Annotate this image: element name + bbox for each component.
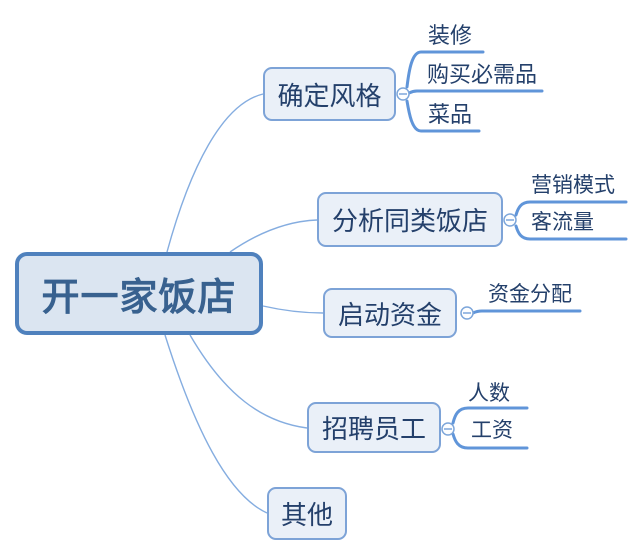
topic-determine-style[interactable]: 确定风格 bbox=[263, 67, 396, 121]
collapse-toggle-determine-style[interactable] bbox=[396, 87, 410, 101]
subtopic-buy-necessities[interactable]: 购买必需品 bbox=[427, 62, 538, 87]
subtopic-decoration[interactable]: 装修 bbox=[428, 23, 473, 48]
collapse-toggle-recruit-staff[interactable] bbox=[441, 422, 455, 436]
connector-root-to-analyze-similar bbox=[229, 219, 318, 253]
subtopic-line-buy-necessities bbox=[407, 89, 544, 95]
connector-root-to-startup-capital bbox=[262, 305, 324, 314]
topic-recruit-staff[interactable]: 招聘员工 bbox=[307, 402, 441, 453]
topic-other[interactable]: 其他 bbox=[267, 487, 347, 540]
subtopic-dishes[interactable]: 菜品 bbox=[428, 102, 473, 127]
connector-root-to-other bbox=[164, 334, 268, 514]
topic-startup-capital[interactable]: 启动资金 bbox=[323, 288, 457, 338]
subtopic-line-fund-allocation bbox=[471, 309, 582, 315]
root-topic[interactable]: 开一家饭店 bbox=[15, 252, 263, 335]
subtopic-marketing-model[interactable]: 营销模式 bbox=[531, 174, 615, 197]
subtopic-headcount[interactable]: 人数 bbox=[468, 382, 510, 405]
subtopic-salary[interactable]: 工资 bbox=[471, 419, 513, 442]
topic-analyze-similar-restaurants[interactable]: 分析同类饭店 bbox=[317, 192, 503, 247]
connector-root-to-recruit-staff bbox=[189, 334, 308, 429]
collapse-toggle-analyze-similar[interactable] bbox=[503, 213, 517, 227]
connector-root-to-determine-style bbox=[166, 93, 264, 253]
collapse-toggle-startup-capital[interactable] bbox=[460, 306, 474, 320]
subtopic-fund-allocation[interactable]: 资金分配 bbox=[488, 283, 572, 306]
subtopic-customer-traffic[interactable]: 客流量 bbox=[531, 211, 594, 234]
